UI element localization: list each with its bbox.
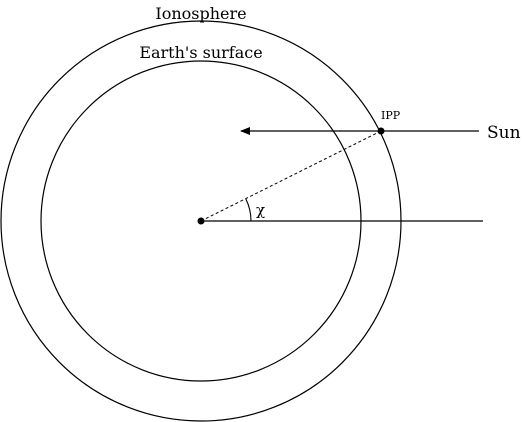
ipp-dashed-line — [200, 130, 382, 222]
ionosphere-label: Ionosphere — [155, 4, 246, 23]
center-point — [197, 217, 205, 225]
earth-surface-label: Earth's surface — [139, 43, 262, 62]
ipp-label: IPP — [381, 109, 401, 122]
angle-arc — [245, 198, 252, 222]
sun-label: Sun — [487, 123, 521, 143]
ipp-point — [377, 127, 385, 135]
angle-label: χ — [256, 201, 265, 219]
